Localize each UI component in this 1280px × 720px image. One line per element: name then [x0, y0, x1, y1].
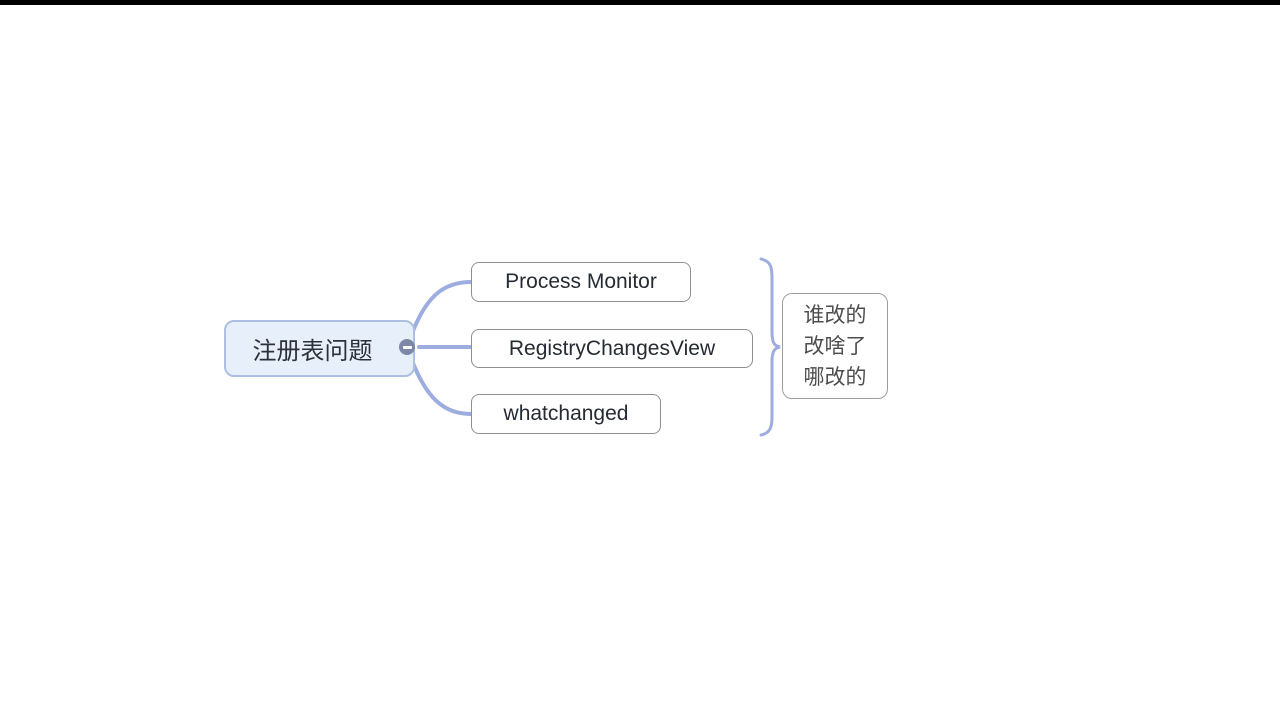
annotation-line: 谁改的 [803, 303, 867, 327]
connector-bottom [411, 361, 473, 416]
child-node-whatchanged[interactable]: whatchanged [471, 394, 661, 434]
child-node-label: Process Monitor [505, 270, 657, 293]
child-node-process-monitor[interactable]: Process Monitor [471, 262, 691, 302]
collapse-button[interactable] [399, 339, 415, 355]
annotation-line: 改啥了 [803, 334, 867, 358]
root-node[interactable]: 注册表问题 [224, 320, 415, 377]
child-node-label: RegistryChangesView [508, 336, 716, 360]
summary-annotation-box[interactable]: 谁改的 改啥了 哪改的 [782, 293, 888, 399]
minus-icon [402, 345, 412, 349]
child-node-label: whatchanged [503, 402, 629, 425]
child-node-registrychangesview[interactable]: RegistryChangesView [471, 329, 753, 368]
summary-brace [759, 257, 781, 437]
root-node-label: 注册表问题 [252, 338, 373, 365]
annotation-line: 哪改的 [803, 365, 867, 389]
connector-top [411, 280, 473, 333]
top-black-bar [0, 0, 1280, 5]
